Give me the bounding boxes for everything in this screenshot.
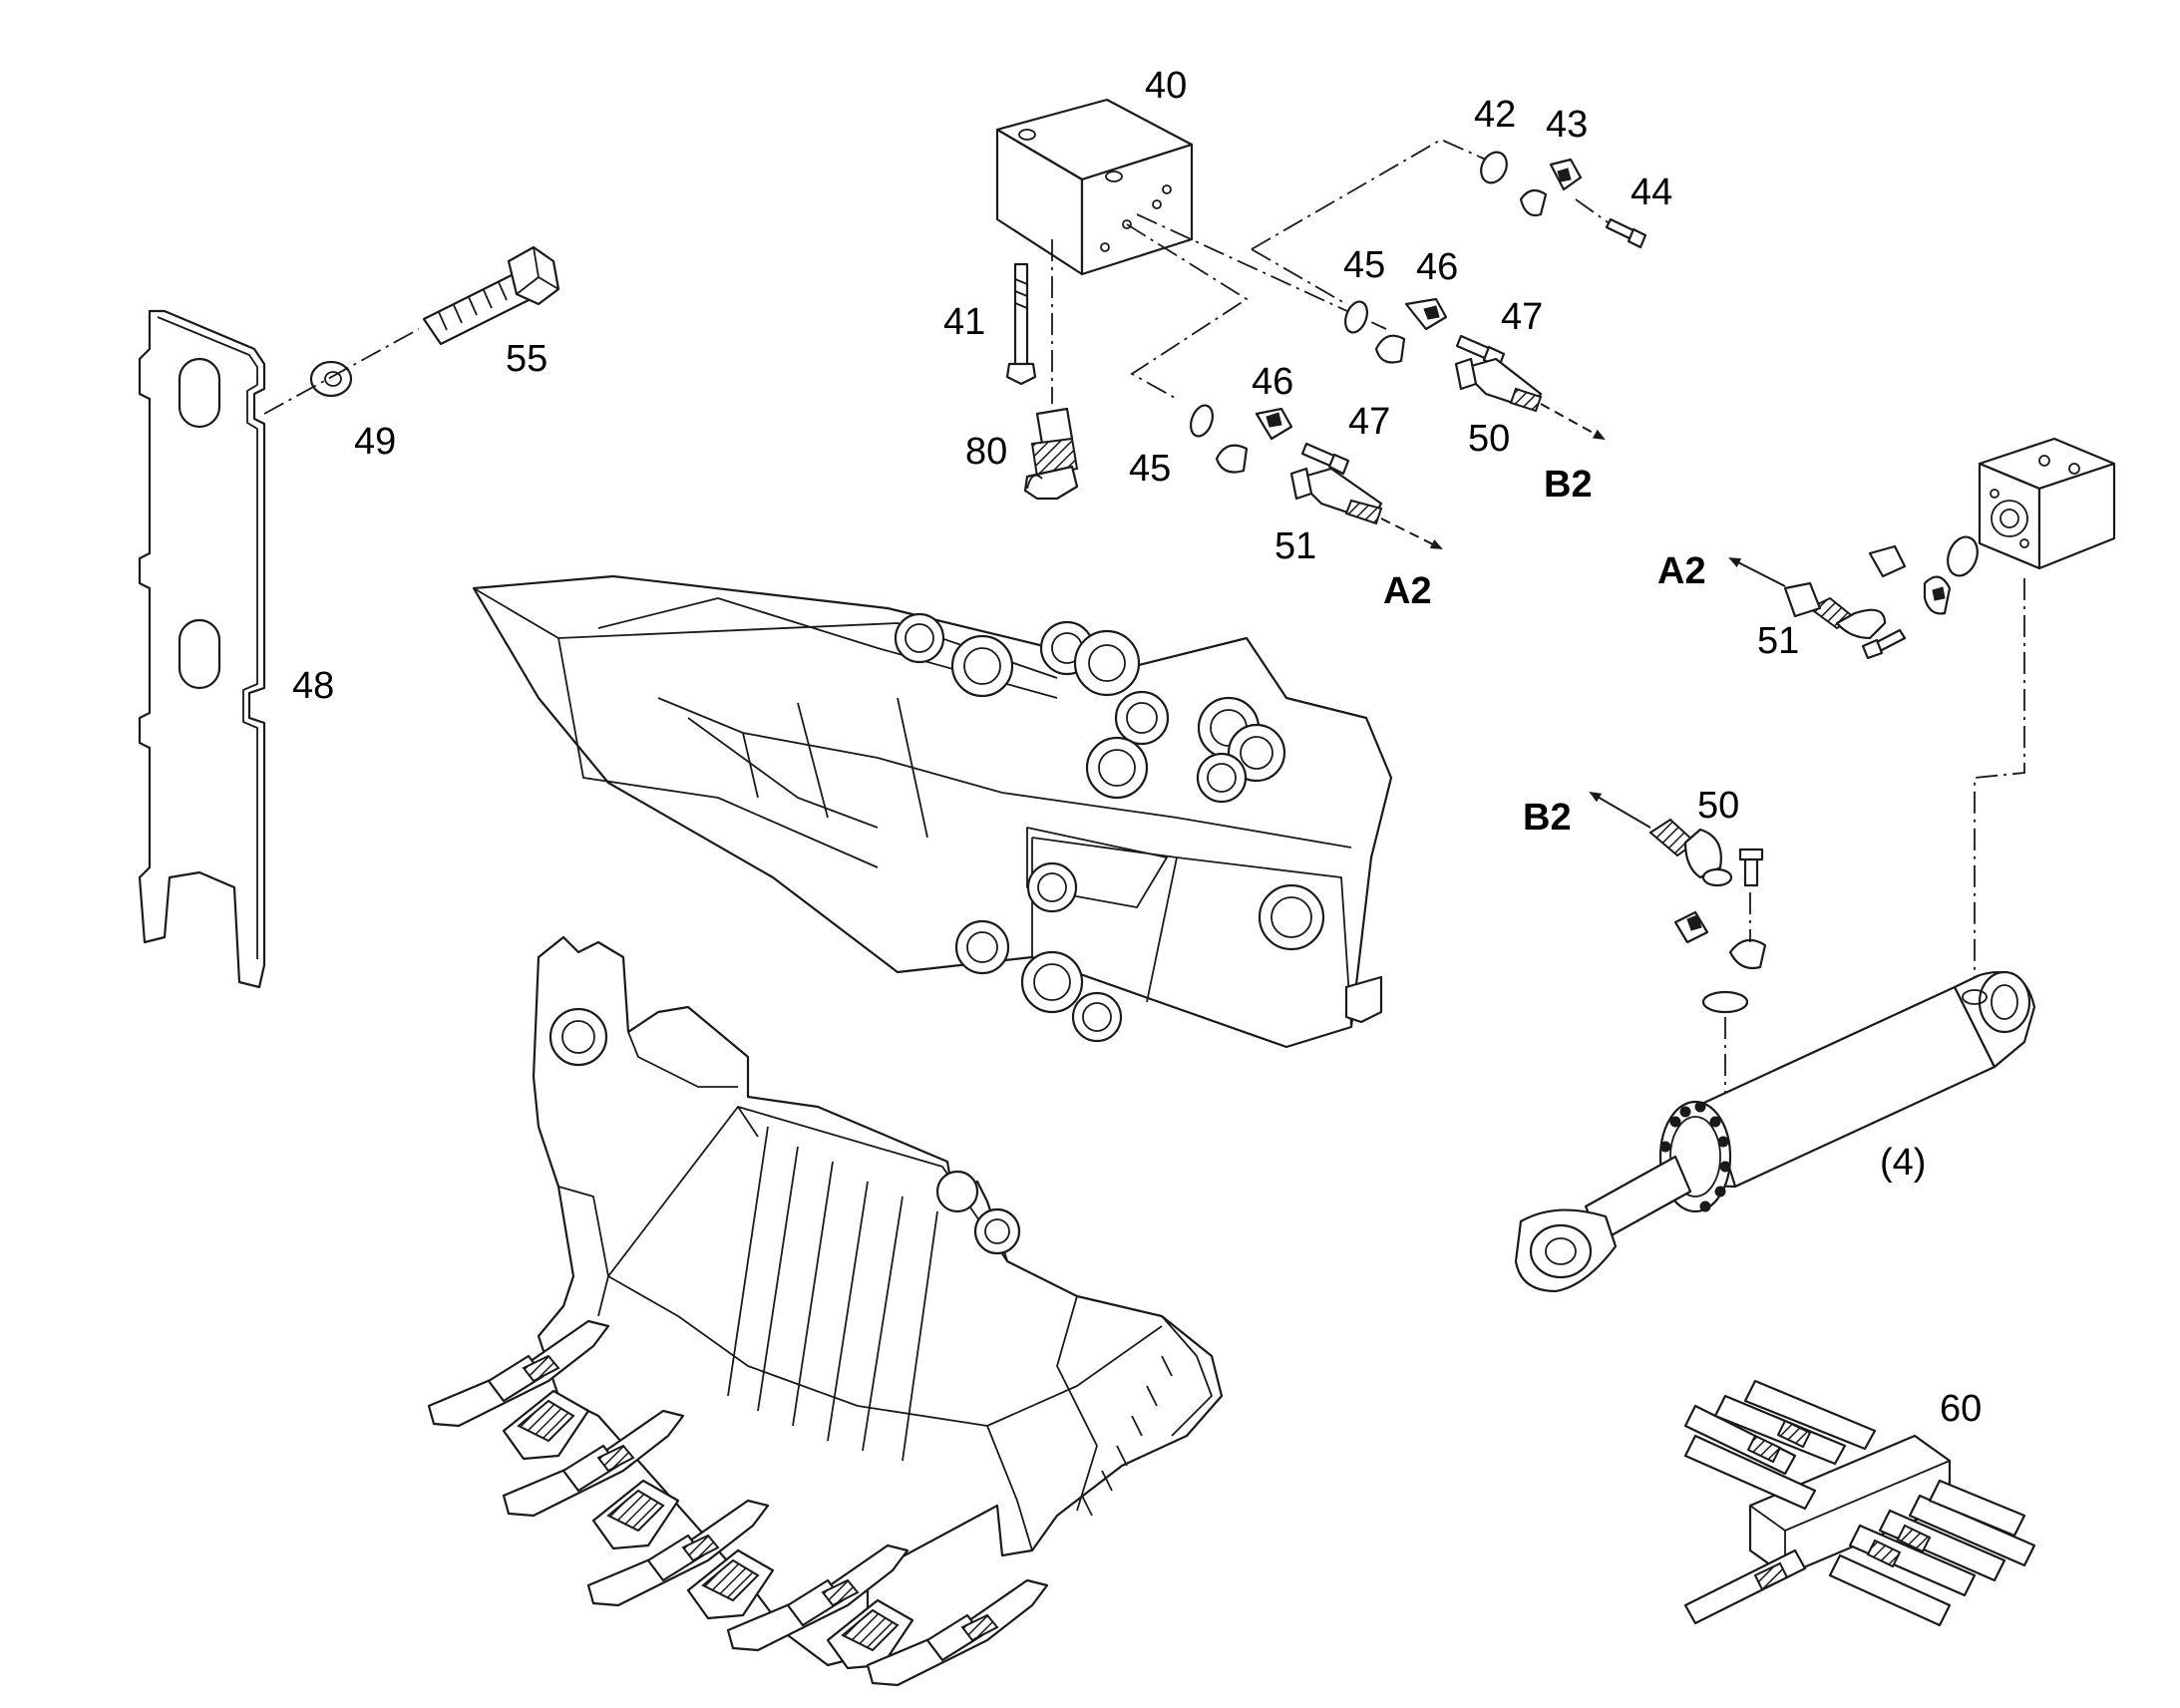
washer-icon (309, 360, 353, 398)
cap-screw-icon (1605, 217, 1647, 249)
flow-label-b2-right: B2 (1523, 797, 1572, 839)
callout-43: 43 (1546, 104, 1588, 146)
callout-41: 41 (943, 301, 985, 343)
hose-fitting-icon (1023, 407, 1079, 501)
cap-screw-icon (1300, 442, 1350, 476)
callout-50-right: 50 (1697, 785, 1739, 827)
bucket-icon (532, 935, 1224, 1667)
o-ring-icon (1701, 990, 1749, 1014)
callout-60: 60 (1940, 1388, 1982, 1430)
hydraulic-cylinder-icon (1514, 970, 2036, 1293)
split-flange-icon (1673, 910, 1767, 970)
callout-51-right: 51 (1757, 620, 1799, 662)
hose-end-icon (1454, 357, 1543, 413)
callout-49: 49 (354, 421, 396, 463)
cap-screw-icon (1861, 628, 1907, 660)
o-ring-icon (1480, 151, 1508, 184)
hose-end-icon (1648, 818, 1733, 887)
callout-46-lower: 46 (1252, 361, 1293, 403)
callout-4: (4) (1880, 1142, 1926, 1184)
callout-51-lower: 51 (1274, 525, 1316, 567)
split-flange-icon (1374, 297, 1448, 364)
bucket-teeth-icon (427, 1319, 1049, 1687)
callout-50-upper: 50 (1468, 418, 1510, 460)
callout-47-upper: 47 (1501, 296, 1543, 338)
o-ring-icon (1947, 535, 1979, 577)
callout-48: 48 (292, 665, 334, 707)
valve-block-icon (995, 98, 1194, 276)
callout-42: 42 (1474, 94, 1516, 136)
callout-44: 44 (1631, 171, 1672, 213)
bucket-arm-icon (472, 574, 1393, 1049)
callout-45-lower: 45 (1129, 448, 1171, 490)
hose-end-icon (1783, 581, 1887, 640)
callout-labels: 40 41 42 43 44 45 46 47 50 B2 45 46 47 5… (292, 65, 1982, 1430)
flow-label-b2-top: B2 (1544, 464, 1593, 506)
valve-block-icon (1978, 437, 2116, 570)
callout-45-upper: 45 (1343, 244, 1385, 286)
flow-label-a2-right: A2 (1657, 550, 1706, 592)
hex-bolt-icon (422, 245, 560, 346)
o-ring-icon (1344, 300, 1368, 334)
hose-end-icon (1289, 467, 1383, 525)
split-flange-icon (1868, 544, 1952, 615)
callout-40: 40 (1145, 65, 1187, 107)
callout-46-upper: 46 (1416, 246, 1458, 288)
flow-label-a2-top: A2 (1383, 570, 1432, 612)
distribution-block-icon (1683, 1379, 2036, 1627)
callout-47-lower: 47 (1348, 401, 1390, 443)
split-flange-icon (1215, 407, 1293, 474)
split-flange-icon (1519, 158, 1583, 217)
bolt-icon (1005, 262, 1037, 386)
o-ring-icon (1190, 404, 1214, 438)
callout-80: 80 (965, 431, 1007, 473)
cap-screw-icon (1738, 848, 1764, 887)
callout-55: 55 (506, 338, 547, 380)
wear-plate-icon (138, 309, 266, 989)
